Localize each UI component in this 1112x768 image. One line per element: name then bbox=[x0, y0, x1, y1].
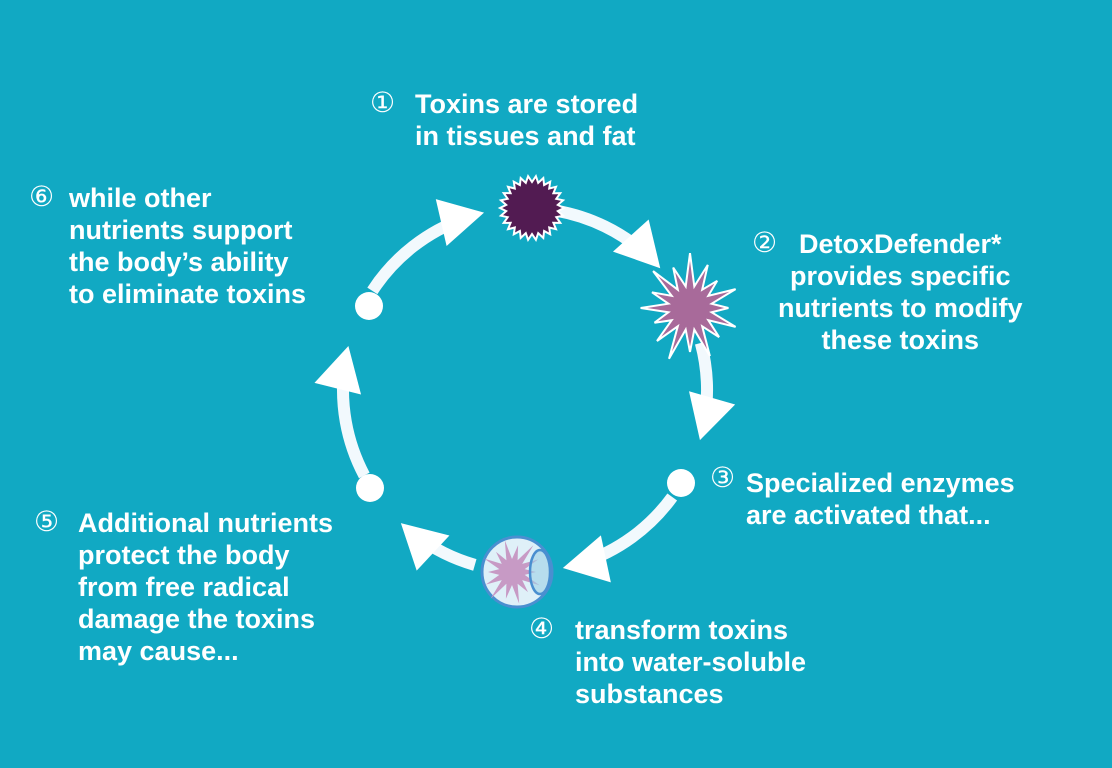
arrowhead-icon bbox=[612, 219, 661, 269]
step-6: ⑥ while other nutrients support the body’… bbox=[29, 181, 307, 310]
step-3: ③ Specialized enzymes are activated that.… bbox=[710, 462, 1015, 531]
step-6-text: while other nutrients support the body’s… bbox=[69, 183, 307, 309]
arrowhead-icon bbox=[400, 523, 450, 571]
step-1: ① Toxins are stored in tissues and fat bbox=[370, 87, 639, 152]
step-4-number: ④ bbox=[529, 613, 555, 644]
step-4-text: transform toxins into water-soluble subs… bbox=[575, 615, 807, 709]
modified-toxin-icon bbox=[640, 252, 737, 360]
step-6-number: ⑥ bbox=[29, 181, 55, 212]
step-2-text: DetoxDefender* provides specific nutrien… bbox=[778, 229, 1023, 355]
arrowhead-icon bbox=[435, 199, 485, 246]
step-5-text: Additional nutrients protect the body fr… bbox=[78, 508, 333, 666]
stored-toxin-icon bbox=[497, 173, 567, 243]
step-1-text: Toxins are stored in tissues and fat bbox=[415, 89, 639, 151]
step-2-number: ② bbox=[752, 227, 778, 258]
step-4: ④ transform toxins into water-soluble sub… bbox=[529, 613, 807, 710]
arrowhead-icon bbox=[562, 535, 611, 583]
step-5-number: ⑤ bbox=[34, 506, 60, 537]
step5-dot bbox=[356, 474, 384, 502]
step-1-number: ① bbox=[370, 87, 396, 118]
step-3-number: ③ bbox=[710, 462, 736, 493]
arrowhead-icon bbox=[314, 345, 362, 395]
arrowhead-icon bbox=[689, 391, 736, 441]
step-5: ⑤ Additional nutrients protect the body f… bbox=[34, 506, 333, 667]
step3-dot bbox=[667, 469, 695, 497]
step6-dot bbox=[355, 292, 383, 320]
step-3-text: Specialized enzymes are activated that..… bbox=[746, 468, 1015, 530]
water-soluble-toxin-icon bbox=[480, 535, 554, 609]
